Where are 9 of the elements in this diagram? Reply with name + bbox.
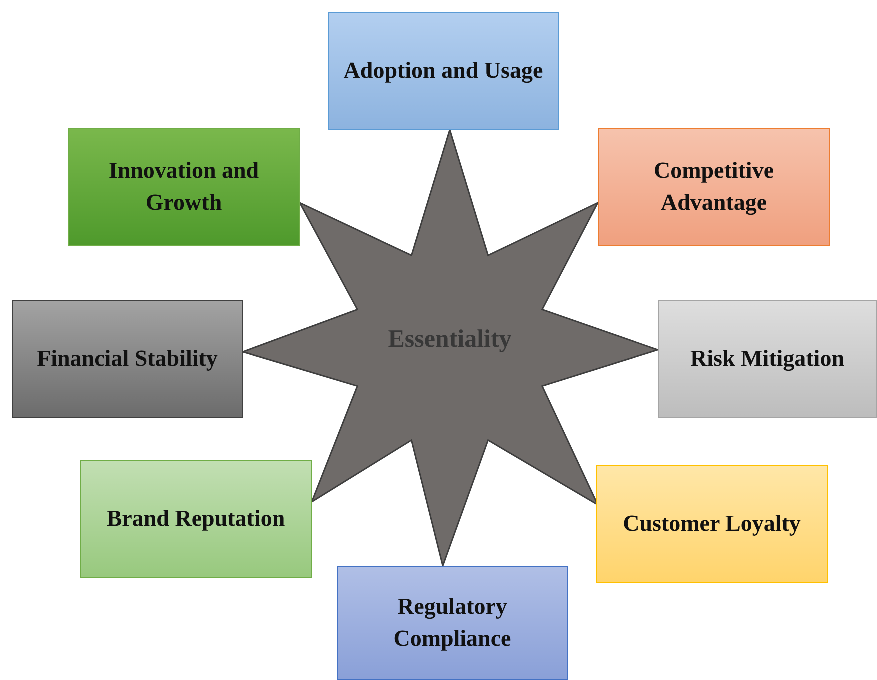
concept-box: Adoption and Usage xyxy=(328,12,559,130)
concept-box: Risk Mitigation xyxy=(658,300,877,418)
concept-box: Brand Reputation xyxy=(80,460,312,578)
concept-box: Regulatory Compliance xyxy=(337,566,568,680)
center-label: Essentiality xyxy=(387,326,513,354)
concept-box: Customer Loyalty xyxy=(596,465,828,583)
concept-box: Competitive Advantage xyxy=(598,128,830,246)
concept-box: Financial Stability xyxy=(12,300,243,418)
concept-box: Innovation and Growth xyxy=(68,128,300,246)
